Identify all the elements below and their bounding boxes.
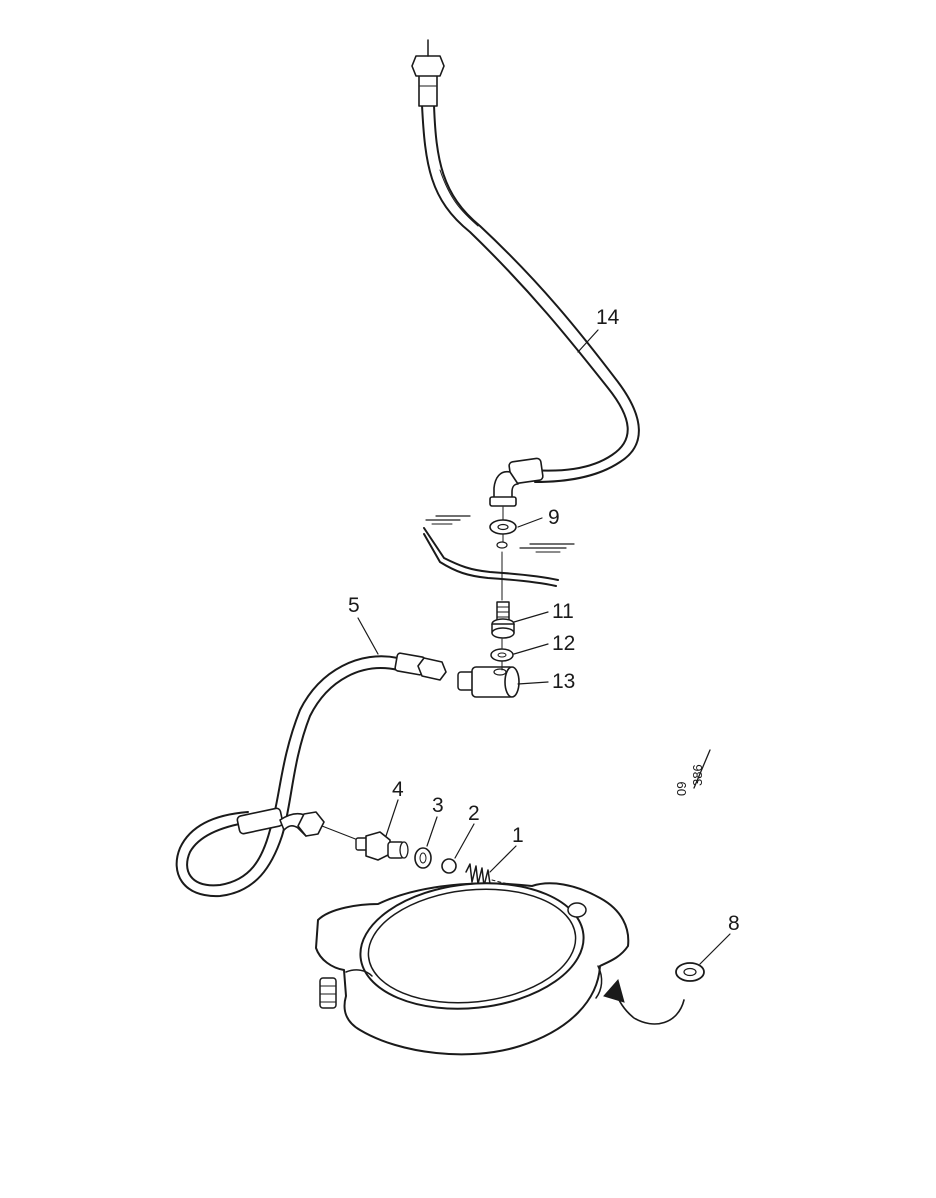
valve-body-4 (321, 825, 409, 861)
brake-pipe-upper (411, 39, 640, 507)
housing-body (315, 882, 630, 1056)
callout-9: 9 (548, 506, 560, 529)
callout-1: 1 (512, 824, 524, 847)
callout-12: 12 (552, 632, 575, 655)
callout-4: 4 (392, 778, 404, 801)
ball-2 (441, 858, 457, 874)
callout-13: 13 (552, 670, 575, 693)
callout-8: 8 (728, 912, 740, 935)
washer-9 (489, 506, 517, 549)
union-block-13 (457, 660, 520, 698)
callout-14: 14 (596, 306, 620, 329)
callout-5: 5 (348, 594, 360, 617)
fitting-direction-arrow (603, 978, 685, 1025)
banjo-bolt-11 (491, 601, 515, 639)
callout-11: 11 (552, 600, 574, 623)
callout-2: 2 (468, 802, 480, 825)
brake-pipe-lower (175, 652, 447, 898)
drawing-reference: 386 09 (674, 764, 705, 796)
drawing-ref-bottom: 09 (674, 782, 689, 796)
washer-12 (490, 638, 514, 662)
seal-3 (414, 847, 432, 869)
callout-3: 3 (432, 794, 444, 817)
drawing-ref-slash (693, 749, 711, 789)
mounting-bracket (423, 515, 575, 601)
leader-lines (357, 329, 731, 965)
washer-8 (675, 962, 705, 982)
